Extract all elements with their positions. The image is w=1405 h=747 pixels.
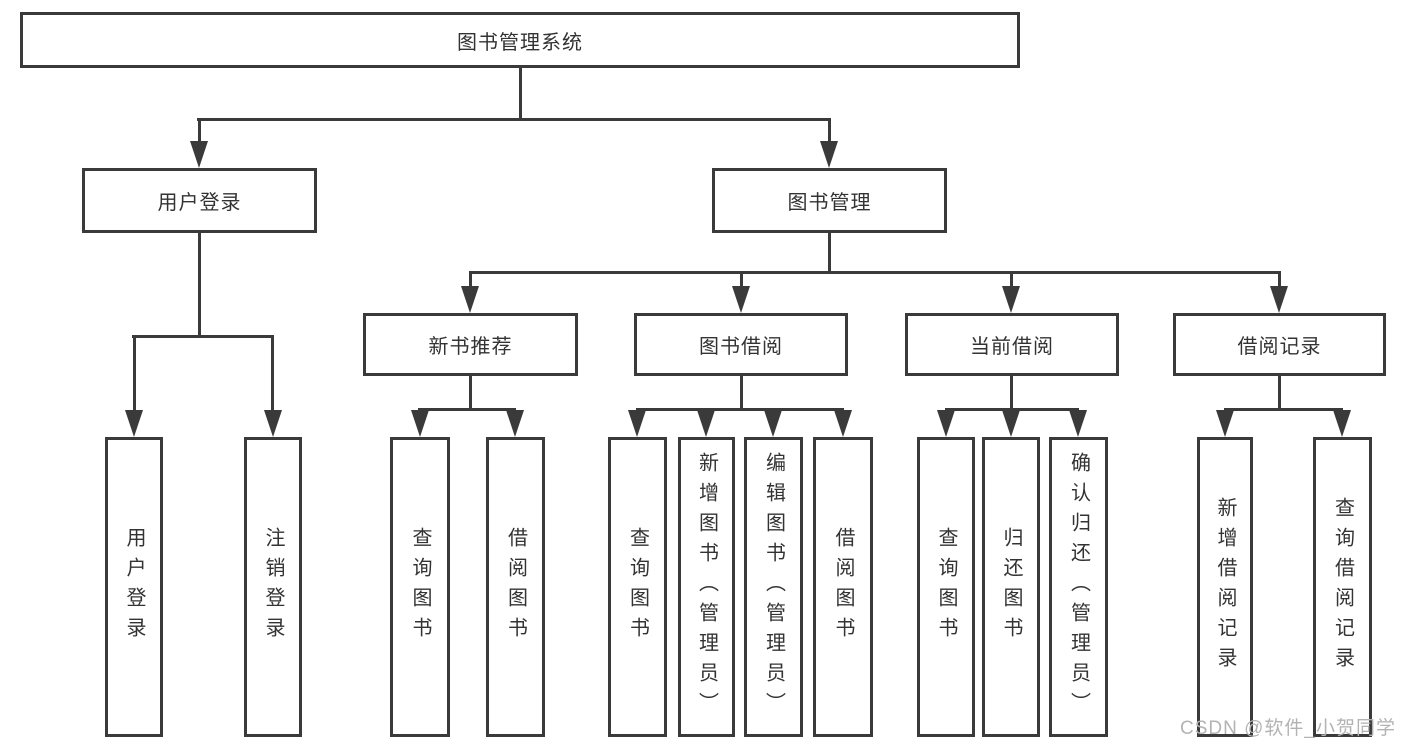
- leaf-confirm-return-admin: 确认归还（管理员）: [1049, 437, 1108, 737]
- leaf-logout: 注销登录: [244, 437, 302, 737]
- node-library-system: 图书管理系统: [20, 12, 1020, 68]
- connector-vline: [198, 233, 201, 338]
- connector-hline: [418, 408, 516, 411]
- leaf-query-books: 查询图书: [390, 437, 450, 737]
- node-current-borrow: 当前借阅: [905, 313, 1119, 376]
- leaf-label: 查询图书: [409, 527, 431, 647]
- leaf-label: 借阅图书: [504, 527, 527, 647]
- node-label: 用户登录: [157, 192, 242, 214]
- leaf-label: 查询图书: [626, 527, 649, 647]
- connector-vline: [133, 335, 136, 414]
- node-borrow-records: 借阅记录: [1173, 313, 1386, 376]
- node-user-login: 用户登录: [82, 168, 317, 233]
- leaf-query-books: 查询图书: [917, 437, 975, 737]
- arrowhead-down-icon: [820, 141, 838, 168]
- arrowhead-down-icon: [1002, 286, 1020, 313]
- leaf-label: 注销登录: [262, 527, 284, 647]
- node-label: 新书推荐: [428, 336, 513, 358]
- node-label: 图书管理系统: [457, 31, 583, 54]
- connector-hline: [469, 271, 1280, 274]
- arrowhead-down-icon: [1216, 410, 1234, 437]
- connector-hline: [945, 408, 1079, 411]
- connector-vline: [1010, 271, 1013, 288]
- arrowhead-down-icon: [190, 141, 208, 168]
- connector-vline: [198, 118, 201, 146]
- connector-hline: [132, 335, 274, 338]
- leaf-label: 编辑图书（管理员）: [762, 452, 785, 722]
- node-label: 借阅记录: [1237, 336, 1322, 358]
- leaf-label: 新增借阅记录: [1214, 497, 1236, 677]
- node-label: 图书管理: [787, 192, 872, 214]
- connector-vline: [1010, 376, 1013, 411]
- leaf-edit-books-admin: 编辑图书（管理员）: [744, 437, 803, 737]
- arrowhead-down-icon: [764, 410, 782, 437]
- connector-vline: [740, 271, 743, 288]
- leaf-label: 借阅图书: [832, 527, 854, 647]
- arrowhead-down-icon: [125, 410, 143, 437]
- connector-hline: [1224, 408, 1343, 411]
- node-book-management: 图书管理: [712, 168, 947, 233]
- connector-vline: [828, 233, 831, 273]
- leaf-borrow-books: 借阅图书: [813, 437, 873, 737]
- leaf-label: 新增图书（管理员）: [695, 452, 718, 722]
- leaf-label: 查询图书: [935, 527, 957, 647]
- leaf-query-borrow-record: 查询借阅记录: [1313, 437, 1372, 737]
- arrowhead-down-icon: [506, 410, 524, 437]
- leaf-label: 确认归还（管理员）: [1067, 452, 1090, 722]
- connector-vline: [271, 335, 274, 414]
- connector-vline: [469, 271, 472, 288]
- node-label: 当前借阅: [970, 336, 1054, 358]
- arrowhead-down-icon: [834, 410, 852, 437]
- arrowhead-down-icon: [1270, 286, 1288, 313]
- leaf-label: 归还图书: [1000, 527, 1022, 647]
- leaf-add-borrow-record: 新增借阅记录: [1197, 437, 1253, 737]
- arrowhead-down-icon: [461, 286, 479, 313]
- connector-vline: [828, 118, 831, 146]
- leaf-user-login: 用户登录: [105, 437, 163, 737]
- leaf-label: 查询借阅记录: [1331, 497, 1354, 677]
- arrowhead-down-icon: [1069, 410, 1087, 437]
- node-book-borrow: 图书借阅: [634, 313, 848, 376]
- connector-vline: [740, 376, 743, 411]
- node-new-book-recommend: 新书推荐: [363, 313, 578, 376]
- connector-vline: [1278, 271, 1281, 288]
- arrowhead-down-icon: [628, 410, 646, 437]
- arrowhead-down-icon: [732, 286, 750, 313]
- leaf-label: 用户登录: [123, 527, 145, 647]
- arrowhead-down-icon: [697, 410, 715, 437]
- node-label: 图书借阅: [699, 336, 783, 358]
- leaf-query-books: 查询图书: [608, 437, 667, 737]
- connector-vline: [519, 68, 522, 121]
- arrowhead-down-icon: [1002, 410, 1020, 437]
- arrowhead-down-icon: [1333, 410, 1351, 437]
- leaf-return-books: 归还图书: [982, 437, 1040, 737]
- leaf-borrow-books: 借阅图书: [486, 437, 545, 737]
- leaf-add-books-admin: 新增图书（管理员）: [678, 437, 735, 737]
- csdn-watermark: CSDN @软件_小贺同学: [1180, 718, 1396, 739]
- connector-vline: [469, 376, 472, 411]
- arrowhead-down-icon: [937, 410, 955, 437]
- connector-hline: [636, 408, 844, 411]
- arrowhead-down-icon: [411, 410, 429, 437]
- connector-hline: [197, 118, 831, 121]
- connector-vline: [1278, 376, 1281, 411]
- arrowhead-down-icon: [264, 410, 282, 437]
